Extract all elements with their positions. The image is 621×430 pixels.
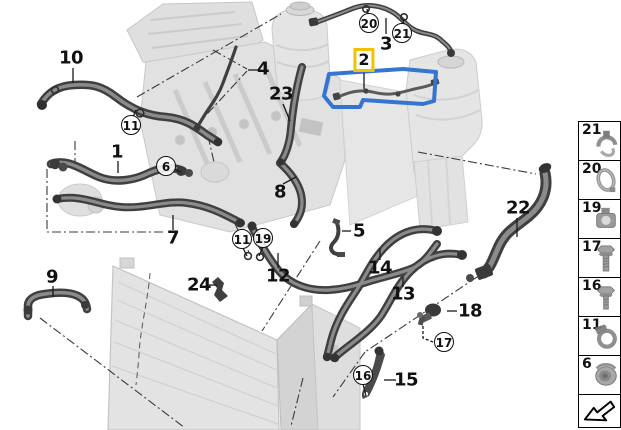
sidebar-part-number: 19 — [582, 200, 602, 216]
part-label-3[interactable]: 3 — [379, 33, 393, 55]
sidebar-part-number: 16 — [582, 278, 602, 294]
sidebar-part-20[interactable]: 20 — [578, 160, 621, 201]
part-callout-11[interactable]: 11 — [121, 115, 141, 135]
part-label-5[interactable]: 5 — [352, 220, 366, 242]
sidebar-part-19[interactable]: 19 — [578, 199, 621, 240]
ring-clamp-icon — [593, 164, 619, 196]
spring-clamp-icon — [593, 125, 619, 157]
part-label-18[interactable]: 18 — [457, 300, 483, 322]
engine-art — [57, 1, 483, 233]
part-label-8[interactable]: 8 — [273, 181, 287, 203]
radiator-art — [107, 257, 361, 430]
sidebar-back-arrow[interactable] — [578, 394, 621, 428]
sidebar-part-6[interactable]: 6 — [578, 355, 621, 396]
part-callout-11-b[interactable]: 11 — [232, 229, 252, 249]
part-label-15[interactable]: 15 — [393, 369, 419, 391]
part-callout-17[interactable]: 17 — [434, 332, 454, 352]
part-label-23[interactable]: 23 — [268, 83, 294, 105]
flange-bolt-short-icon — [593, 281, 619, 313]
sidebar-part-11[interactable]: 11 — [578, 316, 621, 357]
part-label-24[interactable]: 24 — [186, 274, 212, 296]
sidebar-part-number: 21 — [582, 122, 602, 138]
fittings — [23, 5, 552, 399]
part-label-12[interactable]: 12 — [265, 265, 291, 287]
hoses — [23, 3, 552, 362]
part-callout-16[interactable]: 16 — [353, 365, 373, 385]
part-label-4[interactable]: 4 — [256, 58, 270, 80]
part-label-22[interactable]: 22 — [505, 197, 531, 219]
flange-bolt-icon — [593, 242, 619, 274]
radiator-centerline — [135, 272, 151, 386]
part-label-14[interactable]: 14 — [367, 257, 393, 279]
sidebar-part-number: 20 — [582, 161, 602, 177]
part-label-2[interactable]: 2 — [353, 48, 375, 72]
sidebar-part-number: 17 — [582, 239, 602, 255]
part-label-10[interactable]: 10 — [58, 47, 84, 69]
screw-clamp-icon — [593, 320, 619, 352]
coupling-icon — [593, 359, 619, 391]
part-callout-6[interactable]: 6 — [156, 156, 176, 176]
back-arrow-icon — [582, 399, 617, 423]
part-label-1[interactable]: 1 — [110, 141, 124, 163]
part-callout-20[interactable]: 20 — [359, 13, 379, 33]
part-label-9[interactable]: 9 — [45, 266, 59, 288]
sidebar-part-16[interactable]: 16 — [578, 277, 621, 318]
sidebar-part-21[interactable]: 21 — [578, 121, 621, 162]
holder-clamp-icon — [593, 203, 619, 235]
part-callout-21[interactable]: 21 — [392, 23, 412, 43]
part-label-13[interactable]: 13 — [390, 283, 416, 305]
sidebar-part-17[interactable]: 17 — [578, 238, 621, 279]
part-callout-19[interactable]: 19 — [253, 228, 273, 248]
selected-part-outline[interactable] — [322, 67, 438, 109]
sidebar-part-number: 6 — [582, 356, 592, 372]
leader-lines — [52, 8, 518, 397]
part-label-7[interactable]: 7 — [166, 227, 180, 249]
